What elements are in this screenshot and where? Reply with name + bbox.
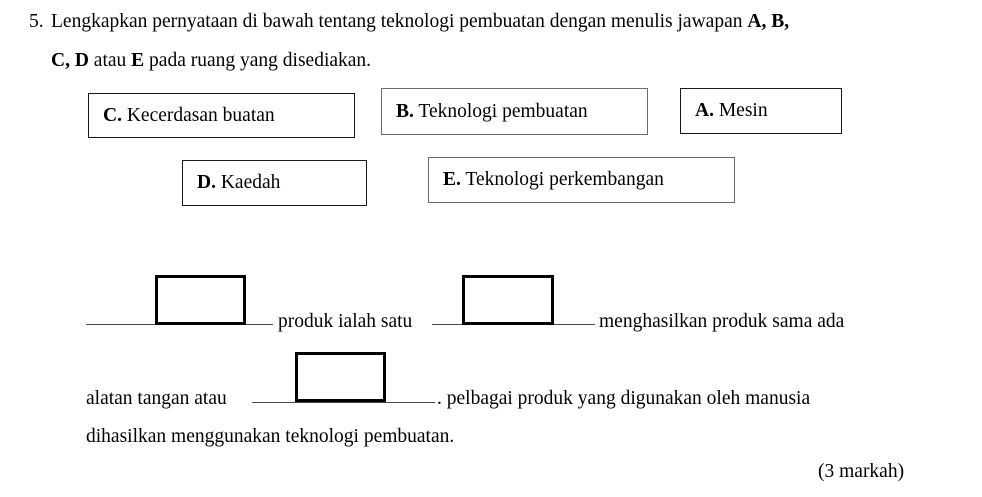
option-c-label: Kecerdasan buatan — [126, 104, 275, 126]
option-d-letter: D. — [197, 172, 216, 193]
cloze-segment-3: alatan tangan atau — [86, 388, 227, 409]
question-line-1-bold: A, B, — [747, 11, 790, 32]
option-b-letter: B. — [396, 100, 414, 122]
cloze-segment-1: produk ialah satu — [278, 311, 413, 332]
question-text-line-1: Lengkapkan pernyataan di bawah tentang t… — [51, 12, 921, 32]
option-b-label: Teknologi pembuatan — [418, 100, 588, 122]
question-number: 5. — [29, 11, 44, 32]
marks-label: (3 markah) — [818, 461, 905, 482]
option-d-label: Kaedah — [220, 172, 281, 193]
answer-box-2[interactable] — [462, 275, 554, 325]
option-a-label: Mesin — [718, 100, 768, 121]
answer-blank-line-3 — [252, 402, 435, 403]
option-box-e[interactable]: E. Teknologi perkembangan — [428, 157, 735, 203]
cloze-segment-4: . pelbagai produk yang digunakan oleh ma… — [437, 388, 811, 409]
answer-box-1[interactable] — [155, 275, 246, 325]
option-c-letter: C. — [103, 104, 122, 126]
question-text-line-2: C, D atau E pada ruang yang disediakan. — [51, 51, 371, 71]
question-line-2-atau: atau — [88, 50, 132, 71]
option-c-text: C. Kecerdasan buatan — [89, 105, 275, 127]
option-e-text: E. Teknologi perkembangan — [429, 169, 664, 191]
option-d-text: D. Kaedah — [183, 172, 280, 194]
option-box-a[interactable]: A. Mesin — [680, 88, 842, 134]
option-box-d[interactable]: D. Kaedah — [182, 160, 367, 206]
option-box-b[interactable]: B. Teknologi pembuatan — [381, 88, 648, 135]
cloze-segment-5: dihasilkan menggunakan teknologi pembuat… — [86, 426, 455, 447]
option-box-c[interactable]: C. Kecerdasan buatan — [88, 93, 355, 138]
option-a-letter: A. — [695, 100, 714, 121]
option-e-label: Teknologi perkembangan — [465, 169, 664, 190]
cloze-segment-2: menghasilkan produk sama ada — [599, 311, 845, 332]
option-e-letter: E. — [443, 169, 461, 190]
question-line-2-bold-cd: C, D — [51, 50, 89, 71]
question-line-1-normal: Lengkapkan pernyataan di bawah tentang t… — [51, 11, 748, 32]
option-a-text: A. Mesin — [681, 100, 768, 122]
question-line-2-tail: pada ruang yang disediakan. — [144, 50, 372, 71]
answer-box-3[interactable] — [295, 352, 386, 402]
question-line-2-bold-e: E — [131, 50, 145, 71]
option-b-text: B. Teknologi pembuatan — [382, 101, 588, 123]
